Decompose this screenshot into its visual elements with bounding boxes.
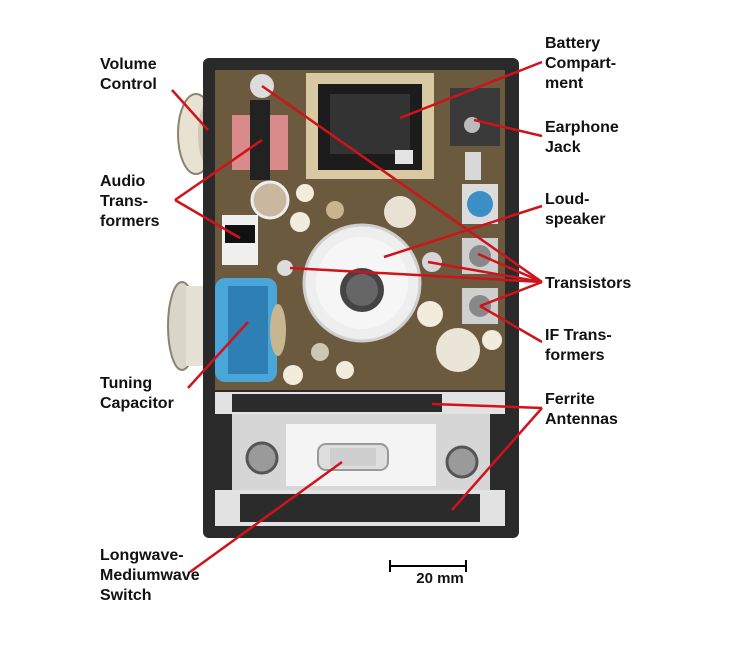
leader-ferrite-antennas-1 xyxy=(431,402,543,410)
label-ferrite-antennas: Ferrite Antennas xyxy=(545,391,618,428)
leader-longwave-switch xyxy=(189,460,343,574)
leader-tuning-capacitor xyxy=(187,321,249,389)
scale-bar-label: 20 mm xyxy=(416,570,464,587)
tuning-capacitor xyxy=(215,278,286,382)
leader-transistors-5 xyxy=(289,266,543,284)
label-if-transformers: IF Trans- formers xyxy=(545,327,612,364)
label-loudspeaker: Loud- speaker xyxy=(545,191,606,228)
label-transistors: Transistors xyxy=(545,275,632,292)
band-switch xyxy=(245,424,479,486)
leader-audio-transformers-2 xyxy=(174,198,241,240)
earphone-jack xyxy=(450,88,500,180)
leader-lines xyxy=(171,60,543,574)
leader-transistors-1 xyxy=(261,84,543,284)
label-longwave-switch: Longwave- Mediumwave Switch xyxy=(100,547,200,604)
leader-audio-transformers-1 xyxy=(174,138,263,202)
label-audio-transformers: Audio Trans- formers xyxy=(100,173,160,230)
leader-battery-compartment xyxy=(399,60,543,120)
leader-loudspeaker xyxy=(383,204,543,259)
leader-if-transformers xyxy=(479,304,543,344)
leader-transistors-3 xyxy=(477,252,543,284)
label-tuning-capacitor: Tuning Capacitor xyxy=(100,375,174,412)
tuning-knob xyxy=(167,281,206,371)
audio-transformers xyxy=(222,100,288,265)
battery-compartment xyxy=(306,73,434,179)
label-battery-compartment: Battery Compart- ment xyxy=(545,35,617,92)
scale-bar xyxy=(389,560,467,572)
leader-ferrite-antennas-2 xyxy=(451,407,543,511)
leader-transistors-4 xyxy=(479,280,543,308)
loudspeaker xyxy=(302,223,422,343)
leader-earphone-jack xyxy=(473,118,543,138)
label-volume-control: Volume Control xyxy=(100,56,157,93)
leader-volume-control xyxy=(171,89,209,131)
label-earphone-jack: Earphone Jack xyxy=(545,119,619,156)
leader-transistors-2 xyxy=(427,260,543,284)
